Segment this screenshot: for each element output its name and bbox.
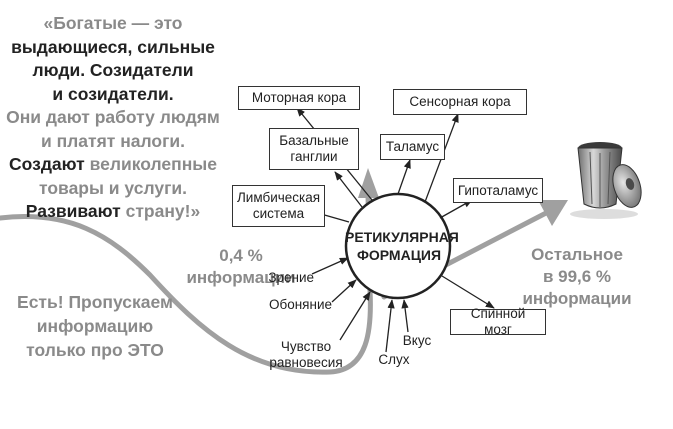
quote-line-6: и платят налоги.: [40, 130, 186, 151]
arrow-from-taste: [401, 299, 409, 333]
box-limbic-line-2: система: [252, 206, 305, 221]
info-rest-line-1: Остальное: [531, 245, 623, 264]
flow-arrowhead-up: [358, 168, 379, 198]
filter-note-line-1: Есть! Пропускаем: [17, 292, 173, 312]
box-basal-ganglia: Базальные ганглии: [269, 128, 359, 170]
box-motor-cortex: Моторная кора: [238, 86, 360, 110]
quote-line-7-light: великолепные: [84, 154, 217, 174]
input-smell: Обоняние: [268, 297, 332, 312]
quote-line-9-dark: Развивают: [25, 201, 121, 221]
filter-note-line-2: информацию: [36, 316, 154, 336]
flow-arrowhead-rest: [538, 200, 568, 226]
quote-text: «Богатые — это выдающиеся, сильные люди.…: [6, 12, 220, 224]
flow-curve: [0, 192, 373, 375]
quote-line-8: товары и услуги.: [39, 177, 187, 198]
quote-line-1: «Богатые — это: [43, 13, 183, 33]
filter-note: Есть! Пропускаем информацию только про Э…: [10, 290, 180, 362]
arrow-from-vision: [311, 257, 349, 275]
info-rest-line-2: в 99,6 % информации: [522, 267, 632, 308]
quote-line-7: Создают великолепные: [6, 153, 220, 177]
arrow-to-spinal: [441, 275, 495, 309]
arrow-from-smell: [331, 279, 357, 303]
arrow-to-thalamus: [397, 159, 411, 195]
quote-line-3: люди. Созидатели: [32, 60, 194, 80]
quote-line-7-dark: Создают: [9, 154, 85, 174]
quote-line-4: и созидатели.: [52, 83, 174, 104]
arrow-from-balance: [339, 291, 371, 341]
box-sensory-cortex: Сенсорная кора: [393, 89, 527, 115]
center-label-line-1: РЕТИКУЛЯРНАЯ: [345, 229, 459, 245]
input-balance-line-2: равновесия: [269, 355, 343, 370]
box-limbic-system: Лимбическая система: [232, 185, 325, 227]
box-hypothalamus: Гипоталамус: [453, 178, 543, 203]
quote-line-2: выдающиеся, сильные: [11, 36, 215, 57]
filter-note-line-3: только про ЭТО: [26, 340, 164, 360]
input-vision: Зрение: [268, 270, 314, 285]
input-balance: Чувство равновесия: [266, 339, 346, 371]
quote-line-9-light: страну!»: [120, 201, 201, 221]
arrow-from-hearing: [385, 299, 395, 353]
arrow-to-basal: [334, 171, 363, 208]
info-rest-share: Остальное в 99,6 % информации: [488, 244, 666, 310]
box-basal-line-2: ганглии: [290, 149, 338, 164]
arrow-to-hypothalamus: [439, 199, 473, 219]
info-small-share: 0,4 % информации: [186, 246, 296, 287]
box-thalamus: Таламус: [380, 134, 445, 160]
box-basal-line-1: Базальные: [279, 133, 349, 148]
input-taste: Вкус: [402, 333, 432, 348]
input-balance-line-1: Чувство: [280, 339, 332, 354]
box-limbic-line-1: Лимбическая: [236, 190, 321, 205]
input-hearing: Слух: [378, 352, 410, 367]
reticular-formation-label: РЕТИКУЛЯРНАЯ ФОРМАЦИЯ: [345, 228, 459, 264]
box-spinal-cord: Спинной мозг: [450, 306, 546, 337]
center-label-line-2: ФОРМАЦИЯ: [356, 247, 442, 263]
quote-line-9: Развивают страну!»: [6, 200, 220, 224]
trash-can-icon: [570, 142, 642, 219]
quote-line-5: Они дают работу людям: [6, 107, 220, 127]
